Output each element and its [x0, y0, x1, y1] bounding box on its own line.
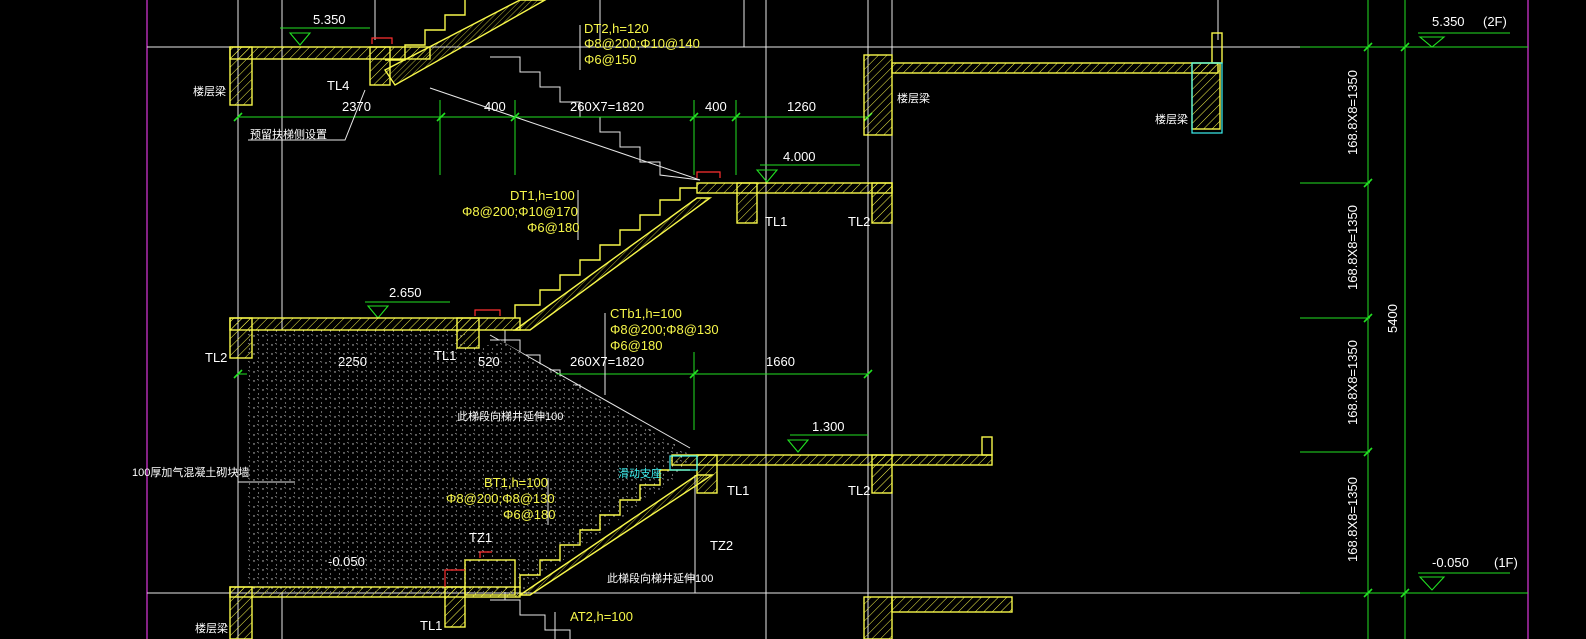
dim-upper-1: 400 [484, 99, 506, 114]
elevation-markers [288, 32, 1446, 591]
ctb1-rebar2: Φ6@180 [610, 338, 663, 353]
label-tz1: TZ1 [469, 530, 492, 545]
ctb1-rebar1: Φ8@200;Φ8@130 [610, 322, 719, 337]
note-floor-beam-right-b: 楼层梁 [1155, 112, 1188, 126]
dt2-rebar1: Φ8@200;Φ10@140 [584, 36, 700, 51]
label-tl1-bottom: TL1 [420, 618, 442, 633]
dim-upper-0: 2370 [342, 99, 371, 114]
level-ground-left: -0.050 [328, 554, 365, 569]
label-tl4: TL4 [327, 78, 349, 93]
labels: 5.350 4.000 2.650 1.300 -0.050 5.350 (2F… [132, 12, 1518, 635]
note-floor-beam-right-a: 楼层梁 [897, 91, 930, 105]
at2-name: AT2,h=100 [570, 609, 633, 624]
bt1-rebar1: Φ8@200;Φ8@130 [446, 491, 555, 506]
dim-lower-0: 2250 [338, 354, 367, 369]
label-tz2: TZ2 [710, 538, 733, 553]
dim-vert-3: 168.8X8=1350 [1345, 477, 1360, 562]
leader-lines [238, 25, 606, 639]
label-tl2-b: TL2 [848, 483, 870, 498]
dt2-rebar2: Φ6@150 [584, 52, 637, 67]
dt2-name: DT2,h=120 [584, 21, 649, 36]
dim-upper-2: 260X7=1820 [570, 99, 644, 114]
ctb1-name: CTb1,h=100 [610, 306, 682, 321]
note-well-upper: 此梯段向梯井延伸100 [457, 409, 563, 423]
level-right-1f-tag: (1F) [1494, 555, 1518, 570]
concrete-structure [229, 0, 1223, 639]
bt1-rebar2: Φ6@180 [503, 507, 556, 522]
dt1-rebar2: Φ6@180 [527, 220, 580, 235]
dim-lower-3: 1660 [766, 354, 795, 369]
note-slide-support: 滑动支座 [618, 466, 662, 480]
dim-vert-1: 168.8X8=1350 [1345, 205, 1360, 290]
level-1300: 1.300 [812, 419, 845, 434]
slide-support-box [669, 62, 1223, 471]
note-well-lower: 此梯段向梯井延伸100 [607, 571, 713, 585]
label-tl2-a: TL2 [848, 214, 870, 229]
label-tl1-a: TL1 [765, 214, 787, 229]
level-right-2f-tag: (2F) [1483, 14, 1507, 29]
note-precast: 预留扶梯侧设置 [250, 127, 327, 141]
dim-vert-2: 168.8X8=1350 [1345, 340, 1360, 425]
level-right-2f: 5.350 [1432, 14, 1465, 29]
dim-upper-3: 400 [705, 99, 727, 114]
dim-lower-2: 260X7=1820 [570, 354, 644, 369]
dim-vert-0: 168.8X8=1350 [1345, 70, 1360, 155]
dim-upper-4: 1260 [787, 99, 816, 114]
note-floor-beam-left-top: 楼层梁 [193, 84, 226, 98]
level-2650: 2.650 [389, 285, 422, 300]
level-4000: 4.000 [783, 149, 816, 164]
dt1-rebar1: Φ8@200;Φ10@170 [462, 204, 578, 219]
axis-lines [146, 0, 1529, 639]
dt1-name: DT1,h=100 [510, 188, 575, 203]
label-tl1-c: TL1 [727, 483, 749, 498]
bt1-name: BT1,h=100 [484, 475, 548, 490]
note-wall: 100厚加气混凝土砌块墙 [132, 465, 249, 479]
dim-total-vertical: 5400 [1385, 304, 1400, 333]
red-support-markers [371, 37, 721, 587]
label-tl1-b: TL1 [434, 348, 456, 363]
note-floor-beam-left-bottom: 楼层梁 [195, 621, 228, 635]
label-tl2-left: TL2 [205, 350, 227, 365]
block-wall-fill [247, 330, 690, 592]
level-right-1f: -0.050 [1432, 555, 1469, 570]
level-top-left: 5.350 [313, 12, 346, 27]
dim-lower-1: 520 [478, 354, 500, 369]
